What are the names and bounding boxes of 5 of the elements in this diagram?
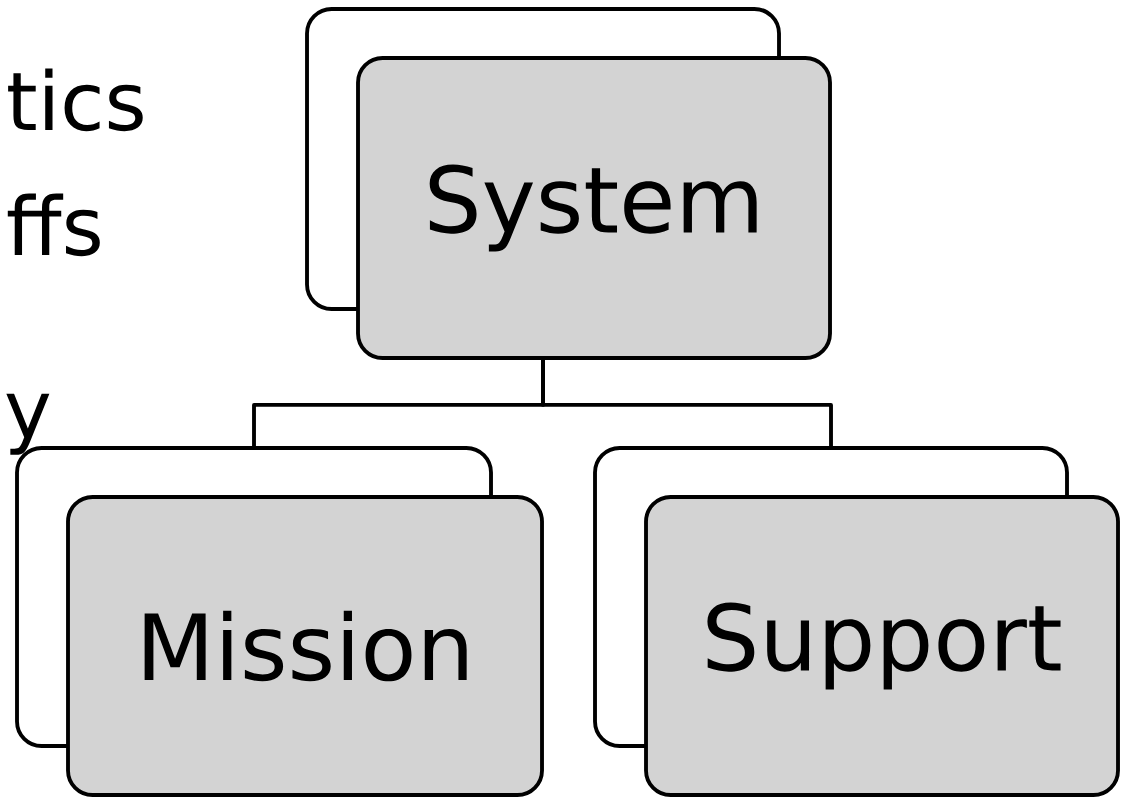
text-fragment: tics — [8, 68, 143, 132]
stacked-card-box: Support — [593, 446, 1120, 797]
stacked-card-box: System — [305, 7, 832, 360]
connector-line — [541, 359, 833, 447]
text-fragment: ffs — [7, 193, 100, 257]
